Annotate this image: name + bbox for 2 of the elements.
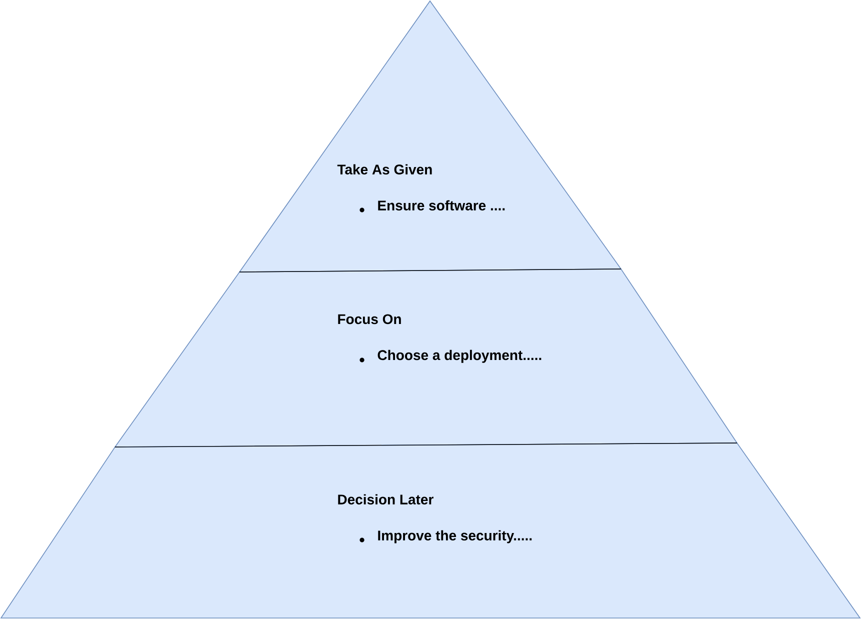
- node-label: Improve the security.....: [378, 530, 532, 544]
- node-label: Decision Later: [338, 494, 434, 504]
